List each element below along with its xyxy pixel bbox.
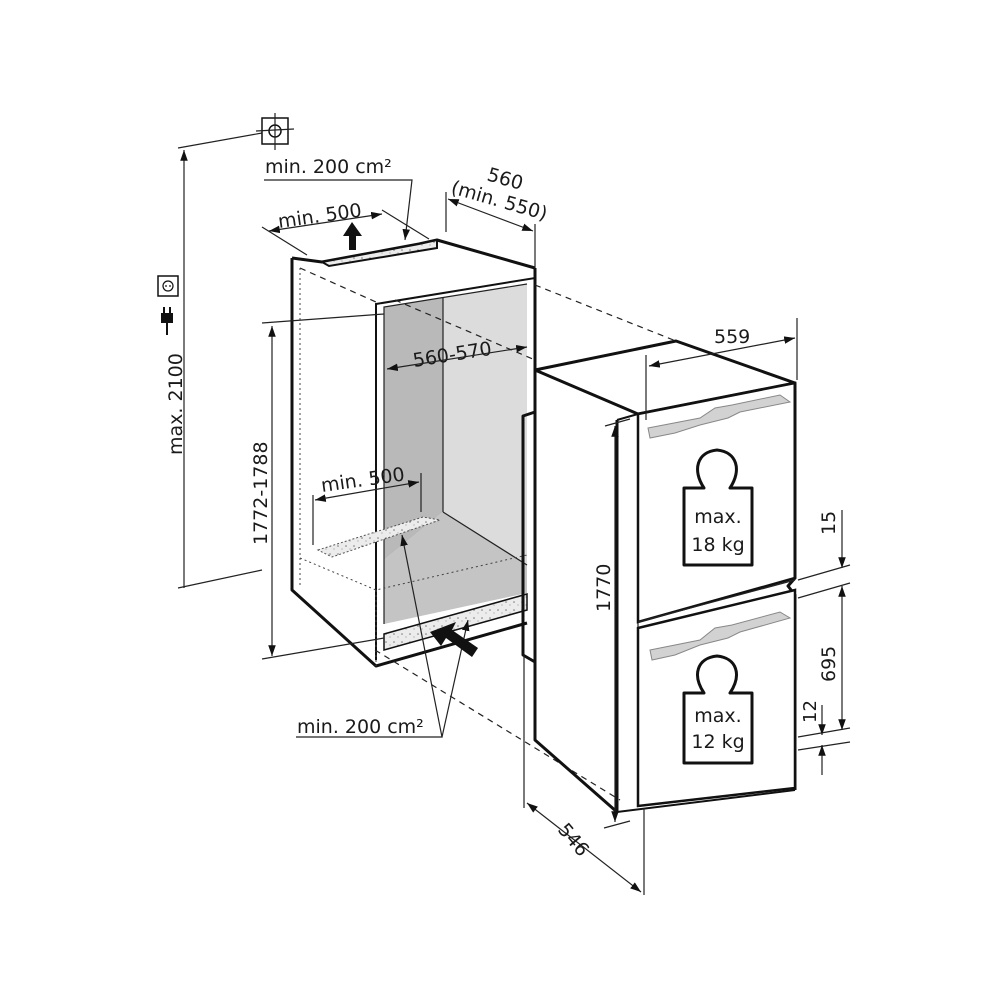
top-vent-area-label: min. 200 cm² [265,156,392,178]
crosshair-circle-square-icon [255,113,295,150]
appliance-width-label: 559 [714,326,750,348]
arrow-up-icon [343,222,362,250]
appliance [533,339,797,814]
niche-cabinet [290,238,537,668]
door-gap-bottom-label: 12 [800,700,821,723]
niche-height-label: 1772-1788 [250,441,272,545]
appliance-height-label: 1770 [593,564,615,612]
door-gap-top-label: 15 [818,511,840,535]
lower-weight-line1: max. [694,705,741,727]
lower-door-height-label: 695 [818,646,840,682]
upper-hinge-plate [647,394,792,439]
appliance-depth-label: 546 [553,819,593,861]
arrow-diagonal-icon [430,622,478,657]
lower-weight-line2: 12 kg [691,731,744,753]
top-vent-slot [319,238,438,268]
upper-weight-line2: 18 kg [691,534,744,556]
bottom-vent-area-label: min. 200 cm² [297,716,424,738]
weight-icon: max. 18 kg [682,448,754,567]
niche-interior-floor [384,512,527,624]
upper-weight-line1: max. [694,506,741,528]
lower-hinge-plate [649,611,792,661]
bottom-vent-grille [383,593,528,651]
plug-icon [161,307,173,335]
socket-icon [157,275,179,297]
max-height-label: max. 2100 [165,353,187,455]
floor-vent-strip [316,516,441,558]
weight-icon: max. 12 kg [682,654,754,765]
